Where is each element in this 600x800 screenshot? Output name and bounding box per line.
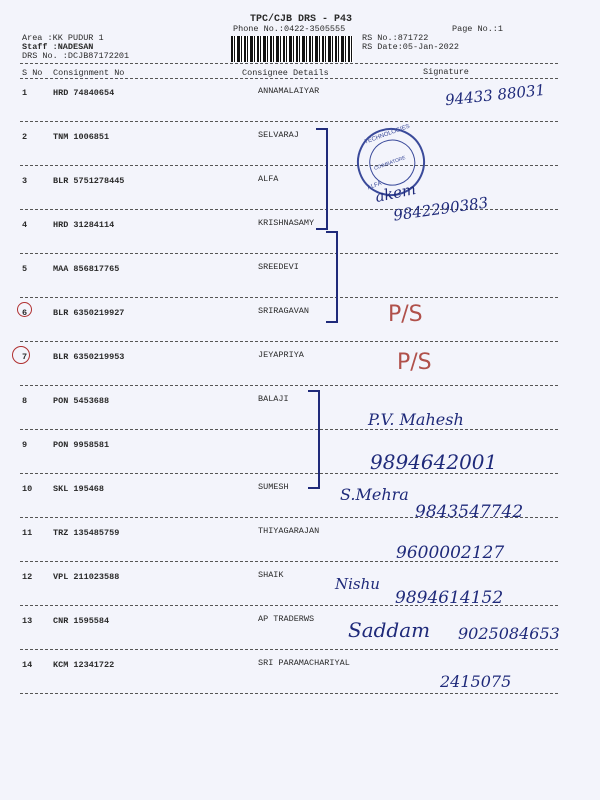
- row-sno: 10: [22, 484, 33, 494]
- handwritten-phone: 9894614152: [395, 588, 504, 608]
- phone-number: Phone No.:0422-3505555: [233, 24, 346, 34]
- handwritten-phone: 9894642001: [370, 450, 498, 474]
- handwritten-signature: Nishu: [335, 575, 380, 593]
- row-consignee: JEYAPRIYA: [258, 350, 304, 360]
- row-consignee: AP TRADERWS: [258, 614, 315, 624]
- row-consignment-no: KCM 12341722: [53, 660, 115, 670]
- row-consignee: SHAIK: [258, 570, 284, 580]
- row-sno: 4: [22, 220, 28, 230]
- staff: Staff :NADESAN: [22, 42, 94, 52]
- row-consignee: KRISHNASAMY: [258, 218, 315, 228]
- row-sno: 2: [22, 132, 28, 142]
- divider: [20, 63, 558, 64]
- row-consignee: SUMESH: [258, 482, 289, 492]
- area: Area :KK PUDUR 1: [22, 33, 104, 43]
- row-consignment-no: SKL 195468: [53, 484, 105, 494]
- row-divider: [20, 693, 558, 694]
- row-consignee: ALFA: [258, 174, 279, 184]
- row-sno: 12: [22, 572, 33, 582]
- column-consignment: Consignment No: [53, 68, 125, 78]
- row-consignee: ANNAMALAIYAR: [258, 86, 320, 96]
- row-consignee: SELVARAJ: [258, 130, 299, 140]
- row-consignment-no: TNM 1006851: [53, 132, 110, 142]
- row-divider: [20, 253, 558, 254]
- row-divider: [20, 297, 558, 298]
- row-divider: [20, 649, 558, 650]
- brace-mark: [326, 231, 338, 323]
- row-consignee: SRI PARAMACHARIYAL: [258, 658, 350, 668]
- row-divider: [20, 605, 558, 606]
- row-consignment-no: CNR 1595584: [53, 616, 110, 626]
- row-consignee: BALAJI: [258, 394, 289, 404]
- row-sno: 14: [22, 660, 33, 670]
- row-divider: [20, 429, 558, 430]
- rs-number: RS No.:871722: [362, 33, 429, 43]
- column-sno: S No: [22, 68, 43, 78]
- row-divider: [20, 121, 558, 122]
- row-divider: [20, 561, 558, 562]
- row-sno: 8: [22, 396, 28, 406]
- page-number: Page No.:1: [452, 24, 504, 34]
- row-sno: 11: [22, 528, 33, 538]
- handwritten-phone: 2415075: [440, 672, 512, 691]
- row-consignment-no: HRD 74840654: [53, 88, 115, 98]
- row-divider: [20, 473, 558, 474]
- handwritten-phone: 9600002127: [396, 543, 505, 563]
- row-consignment-no: PON 9958581: [53, 440, 110, 450]
- column-consignee: Consignee Details: [242, 68, 329, 78]
- row-consignee: SREEDEVI: [258, 262, 299, 272]
- row-consignee: THIYAGARAJAN: [258, 526, 320, 536]
- row-sno: 9: [22, 440, 28, 450]
- row-consignment-no: MAA 856817765: [53, 264, 120, 274]
- row-consignment-no: TRZ 135485759: [53, 528, 120, 538]
- circle-mark: [12, 346, 30, 364]
- brace-mark: [308, 390, 320, 489]
- rs-date: RS Date:05-Jan-2022: [362, 42, 459, 52]
- document-title: TPC/CJB DRS - P43: [250, 14, 353, 25]
- divider: [20, 78, 558, 79]
- barcode: [231, 36, 353, 62]
- handwritten-signature: P.V. Mahesh: [368, 410, 464, 429]
- row-sno: 1: [22, 88, 28, 98]
- handwritten-note: P/S: [388, 302, 423, 327]
- row-consignment-no: BLR 6350219927: [53, 308, 125, 318]
- row-consignment-no: PON 5453688: [53, 396, 110, 406]
- row-consignment-no: BLR 5751278445: [53, 176, 125, 186]
- row-consignment-no: VPL 211023588: [53, 572, 120, 582]
- row-consignee: SRIRAGAVAN: [258, 306, 310, 316]
- handwritten-phone: 94433 88031: [444, 80, 546, 110]
- column-signature: Signature: [423, 67, 469, 77]
- row-sno: 13: [22, 616, 33, 626]
- row-consignment-no: BLR 6350219953: [53, 352, 125, 362]
- brace-mark: [316, 128, 328, 230]
- handwritten-signature: S.Mehra: [340, 485, 409, 504]
- circle-mark: [17, 302, 32, 317]
- handwritten-phone: 9843547742: [415, 502, 524, 522]
- row-sno: 5: [22, 264, 28, 274]
- row-divider: [20, 165, 558, 166]
- row-consignment-no: HRD 31284114: [53, 220, 115, 230]
- row-sno: 3: [22, 176, 28, 186]
- row-divider: [20, 209, 558, 210]
- handwritten-note: P/S: [397, 350, 432, 375]
- row-divider: [20, 517, 558, 518]
- row-divider: [20, 385, 558, 386]
- handwritten-signature: Saddam: [348, 618, 431, 642]
- drs-number: DRS No. :DCJB87172201: [22, 51, 130, 61]
- handwritten-phone: 9025084653: [458, 624, 560, 643]
- row-divider: [20, 341, 558, 342]
